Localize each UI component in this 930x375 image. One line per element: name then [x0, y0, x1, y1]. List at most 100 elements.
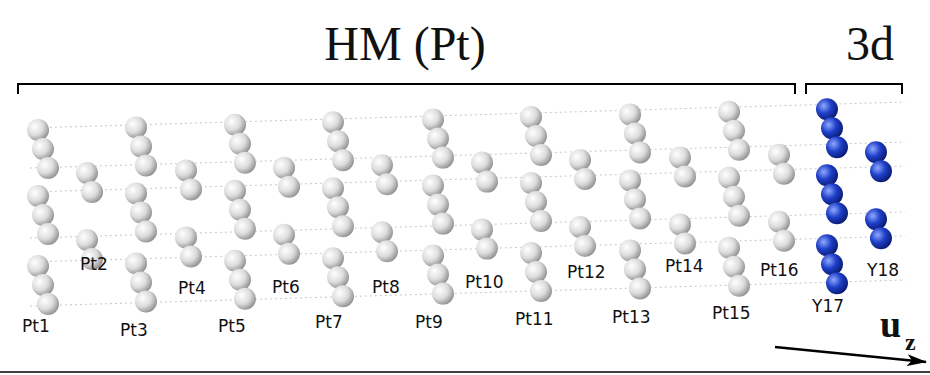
- atom: [821, 117, 843, 139]
- atom: [773, 230, 795, 252]
- bracket-label: 3d: [846, 20, 894, 68]
- atom: [327, 266, 349, 288]
- atom: [234, 218, 256, 240]
- layer-label: Pt5: [218, 318, 246, 335]
- atom: [422, 109, 444, 131]
- atom: [273, 157, 295, 179]
- atom: [870, 160, 892, 182]
- atom: [327, 130, 349, 152]
- atom: [870, 227, 892, 249]
- atom: [471, 152, 493, 174]
- atom: [125, 252, 147, 274]
- atom: [371, 221, 393, 243]
- atom: [234, 152, 256, 174]
- axis-arrow: [775, 347, 926, 362]
- layer-label: Pt14: [665, 258, 704, 275]
- layer-label: Pt10: [465, 274, 504, 291]
- atom: [229, 199, 251, 221]
- atom: [476, 238, 498, 260]
- atom: [768, 144, 790, 166]
- atom: [32, 204, 54, 226]
- atom: [27, 255, 49, 277]
- atom: [422, 245, 444, 267]
- atom: [718, 237, 740, 259]
- atom: [728, 139, 750, 161]
- atom: [27, 185, 49, 207]
- atom: [619, 103, 641, 125]
- layer-label: Y18: [867, 262, 899, 279]
- atom: [723, 186, 745, 208]
- atom: [629, 207, 651, 229]
- atom: [37, 293, 59, 315]
- layer-label: Pt16: [760, 262, 799, 279]
- atom: [525, 125, 547, 147]
- layer-label: Pt7: [315, 314, 343, 331]
- atom: [674, 165, 696, 187]
- atom: [471, 219, 493, 241]
- atom: [224, 250, 246, 272]
- bracket: [18, 84, 795, 94]
- atom: [826, 202, 848, 224]
- atom: [629, 141, 651, 163]
- atom: [332, 149, 354, 171]
- atom: [37, 157, 59, 179]
- layer-label: Pt1: [22, 318, 50, 335]
- atom: [180, 178, 202, 200]
- atom: [520, 172, 542, 194]
- atom: [525, 261, 547, 283]
- atom: [422, 175, 444, 197]
- layer-label: Pt9: [415, 314, 443, 331]
- rule: [0, 371, 930, 373]
- atom: [530, 144, 552, 166]
- layer-label: Pt11: [515, 311, 554, 328]
- layer-label: Pt2: [80, 256, 108, 273]
- atom: [175, 159, 197, 181]
- atom: [619, 239, 641, 261]
- guide-line: [30, 142, 905, 168]
- atom: [865, 208, 887, 230]
- atom: [322, 177, 344, 199]
- atom: [773, 163, 795, 185]
- atom: [669, 146, 691, 168]
- atom: [180, 245, 202, 267]
- layer-label: Pt6: [272, 279, 300, 296]
- layer-label: Pt15: [712, 305, 751, 322]
- atom: [432, 283, 454, 305]
- axis-label: z: [905, 330, 916, 354]
- atom: [427, 264, 449, 286]
- atom: [76, 162, 98, 184]
- atom: [674, 232, 696, 254]
- atom: [376, 173, 398, 195]
- atom: [135, 220, 157, 242]
- atom: [629, 277, 651, 299]
- atom: [530, 210, 552, 232]
- atom: [278, 176, 300, 198]
- atom: [520, 106, 542, 128]
- atom: [32, 274, 54, 296]
- atom: [125, 182, 147, 204]
- atom: [135, 154, 157, 176]
- atom: [816, 234, 838, 256]
- axis-label: u: [880, 305, 901, 343]
- atom: [229, 269, 251, 291]
- atom: [427, 128, 449, 150]
- atom: [278, 243, 300, 265]
- atom: [569, 216, 591, 238]
- atom: [427, 194, 449, 216]
- atom: [322, 247, 344, 269]
- atoms: [27, 98, 892, 315]
- bracket-label: HM (Pt): [324, 20, 485, 68]
- atom: [32, 138, 54, 160]
- atom: [723, 256, 745, 278]
- atom: [520, 242, 542, 264]
- atom: [327, 196, 349, 218]
- atom: [574, 235, 596, 257]
- bracket: [806, 84, 902, 94]
- atom: [728, 205, 750, 227]
- atom: [525, 191, 547, 213]
- atom: [432, 147, 454, 169]
- atom: [371, 154, 393, 176]
- atom: [273, 224, 295, 246]
- atom: [816, 164, 838, 186]
